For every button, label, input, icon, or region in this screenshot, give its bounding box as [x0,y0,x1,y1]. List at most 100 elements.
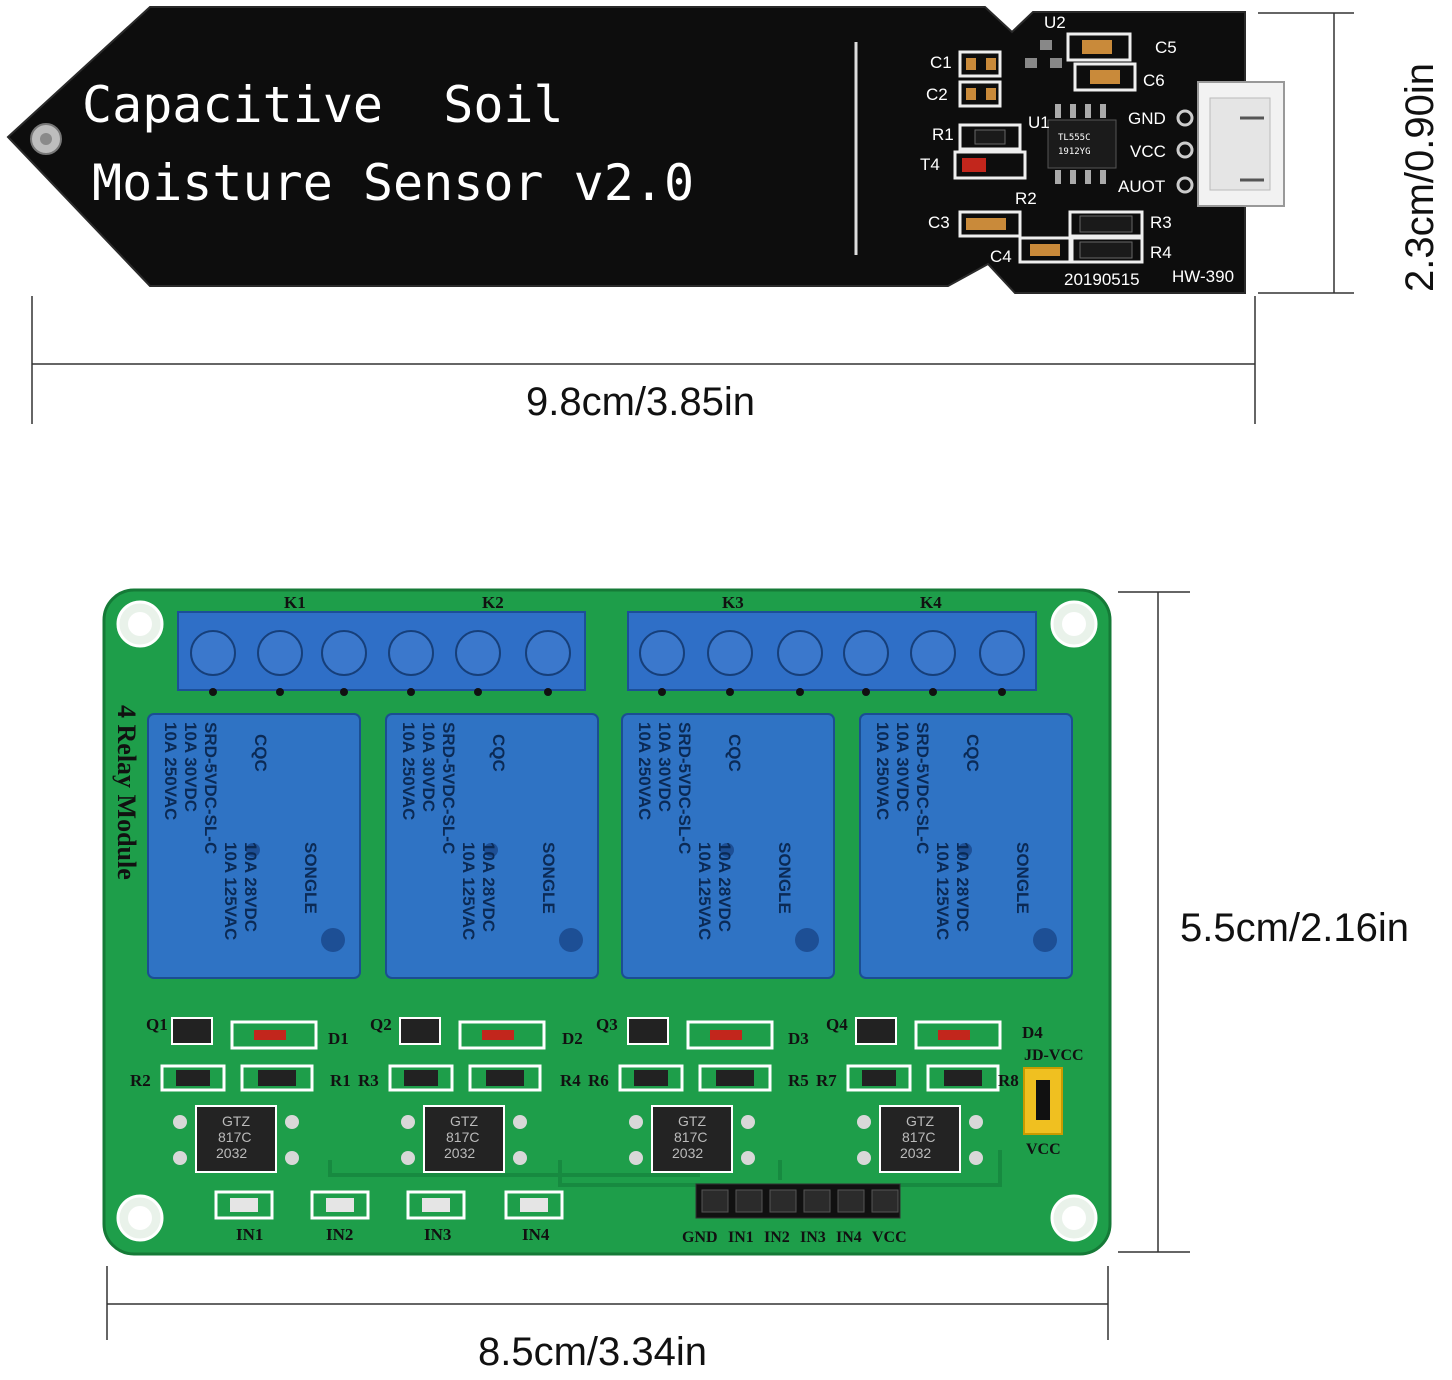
r6-label: R6 [588,1071,609,1090]
sensor-ic-u1 [1047,119,1117,169]
q4-label: Q4 [826,1015,848,1034]
board-label: 4 Relay Module [112,705,141,880]
pin-gnd: GND [1128,109,1166,128]
relay-k3-label: K3 [722,593,744,612]
relay-k1-label: K1 [284,593,306,612]
r1-label: R1 [330,1071,351,1090]
relay-k2-text-5: 10A 28VDC [479,842,498,932]
chip-marking-1: TL555C [1058,133,1091,143]
sensor-components [953,32,1144,264]
relay-k4-label: K4 [920,593,942,612]
q1-label: Q1 [146,1015,168,1034]
relay-k3-text-5: 10A 28VDC [715,842,734,932]
sensor-height-label: 2.3cm/0.90in [1398,62,1442,292]
led-in2-label: IN2 [326,1225,353,1244]
relay-k3-text-2: 10A 30VDC [655,722,674,812]
header-pin-in1: IN1 [728,1229,754,1246]
r7-label: R7 [816,1071,837,1090]
resistors [160,1064,1000,1092]
sensor-width-label: 9.8cm/3.85in [526,380,756,424]
relay-k2-brand: SONGLE [539,842,558,914]
led-in4-label: IN4 [522,1225,550,1244]
opto4-line1: GTZ [906,1113,934,1129]
relay-k4-text-5: 10A 28VDC [953,842,972,932]
terminal-blocks [177,611,1037,691]
label-t4: T4 [920,155,940,174]
opto2-line2: 817C [446,1129,479,1145]
relay-k4-cqc: CQC [963,734,982,772]
relay-k3-text-1: 10A 250VAC [635,722,654,820]
relay-k1-brand: SONGLE [301,842,320,914]
opto3-line1: GTZ [678,1113,706,1129]
relay-k2-cqc: CQC [489,734,508,772]
label-c4: C4 [990,247,1012,266]
relay-k3-brand: SONGLE [775,842,794,914]
opto3-line2: 817C [674,1129,707,1145]
r3-label: R3 [358,1071,379,1090]
relay-k2-model: SRD-5VDC-SL-C [439,722,458,854]
transistors [171,1017,897,1045]
relay-k1-model: SRD-5VDC-SL-C [201,722,220,854]
relay-k4-text-4: 10A 125VAC [933,842,952,940]
label-r4: R4 [1150,243,1172,262]
relay-k4-brand: SONGLE [1013,842,1032,914]
relay-mounting-holes [116,600,1098,1242]
pin-vcc: VCC [1130,142,1166,161]
label-r2: R2 [1015,189,1037,208]
indicator-leds [214,1190,564,1220]
opto1-line1: GTZ [222,1113,250,1129]
label-r3: R3 [1150,213,1172,232]
label-c2: C2 [926,85,948,104]
relay-k3-cqc: CQC [725,734,744,772]
label-c1: C1 [930,53,952,72]
label-c5: C5 [1155,38,1177,57]
relay-k1-cqc: CQC [251,734,270,772]
led-in3-label: IN3 [424,1225,451,1244]
header-pin-in2: IN2 [764,1229,790,1246]
r5-label: R5 [788,1071,809,1090]
label-r1: R1 [932,125,954,144]
opto3-line3: 2032 [672,1145,703,1161]
relay-k3-text-4: 10A 125VAC [695,842,714,940]
header-pin-in4: IN4 [836,1229,862,1246]
d2-label: D2 [562,1029,583,1048]
relay-k3-model: SRD-5VDC-SL-C [675,722,694,854]
pin-header [695,1183,901,1219]
relay-width-label: 8.5cm/3.34in [478,1330,708,1374]
jumper-bottom-label: VCC [1026,1141,1061,1158]
r2-label: R2 [130,1071,151,1090]
d4-label: D4 [1022,1023,1043,1042]
opto4-line3: 2032 [900,1145,931,1161]
relay-k1-text-1: 10A 250VAC [161,722,180,820]
sensor-title-line1: Capacitive Soil [82,76,564,134]
relay-k1-text-2: 10A 30VDC [181,722,200,812]
header-pin-in3: IN3 [800,1229,826,1246]
d1-label: D1 [328,1029,349,1048]
opto2-line3: 2032 [444,1145,475,1161]
model-number: HW-390 [1172,267,1234,286]
relay-k2-text-4: 10A 125VAC [459,842,478,940]
relay-height-label: 5.5cm/2.16in [1180,906,1410,950]
q2-label: Q2 [370,1015,392,1034]
relay-k2-label: K2 [482,593,504,612]
label-u1: U1 [1028,113,1050,132]
header-pin-gnd: GND [682,1229,718,1246]
r8-label: R8 [998,1071,1019,1090]
label-c3: C3 [928,213,950,232]
relay-k2-text-2: 10A 30VDC [419,722,438,812]
relay-k4-model: SRD-5VDC-SL-C [913,722,932,854]
opto1-line3: 2032 [216,1145,247,1161]
date-code: 20190515 [1064,270,1140,289]
d3-label: D3 [788,1029,809,1048]
relay-k4-text-1: 10A 250VAC [873,722,892,820]
chip-marking-2: 1912YG [1058,147,1091,157]
relay-k2-text-1: 10A 250VAC [399,722,418,820]
pin-aout: AUOT [1118,177,1165,196]
label-u2: U2 [1044,13,1066,32]
label-c6: C6 [1143,71,1165,90]
optocouplers [195,1105,961,1173]
q3-label: Q3 [596,1015,618,1034]
header-pin-vcc: VCC [872,1229,907,1246]
opto4-line2: 817C [902,1129,935,1145]
